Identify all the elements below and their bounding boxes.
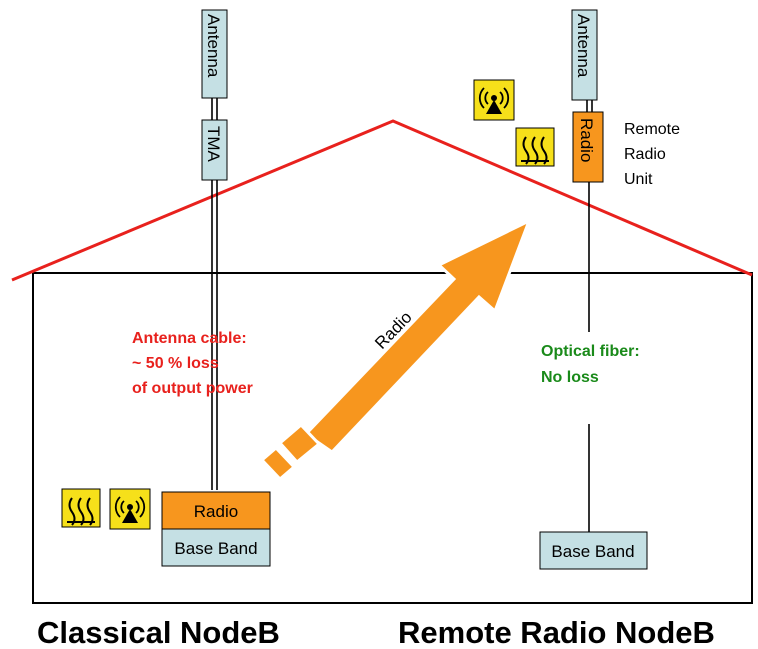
tma-label: TMA <box>204 126 223 163</box>
radio-arrow: Radio <box>259 217 532 482</box>
remote-antenna: Antenna <box>571 9 598 101</box>
remote-jumper <box>586 100 593 112</box>
radiation-icon <box>109 488 151 530</box>
remote-radio-box: Radio <box>572 111 604 183</box>
heat-icon <box>515 127 555 167</box>
classical-baseband-box: Base Band <box>161 528 271 567</box>
antenna-cable-note: Antenna cable: ~ 50 % loss of output pow… <box>132 330 253 397</box>
classical-antenna-cable <box>211 98 218 490</box>
radiation-icon <box>473 79 515 121</box>
classical-radio-label: Radio <box>194 502 238 521</box>
tma-box: TMA <box>201 119 228 181</box>
heat-icon <box>61 488 101 528</box>
remote-radio-nodeb-caption: Remote Radio NodeB <box>398 615 715 649</box>
classical-antenna-label: Antenna <box>204 14 223 78</box>
house-roof <box>11 119 753 282</box>
remote-baseband-label: Base Band <box>551 542 634 561</box>
classical-antenna: Antenna <box>201 9 228 99</box>
remote-radio-unit-label: Remote Radio Unit <box>624 121 684 188</box>
classical-baseband-label: Base Band <box>174 539 257 558</box>
remote-radio-label: Radio <box>577 118 596 162</box>
classical-nodeb-caption: Classical NodeB <box>37 615 280 649</box>
classical-radio-box: Radio <box>161 491 271 530</box>
house-walls <box>32 272 753 604</box>
remote-antenna-label: Antenna <box>574 14 593 78</box>
remote-baseband-box: Base Band <box>539 531 648 570</box>
optical-fiber-note: Optical fiber: No loss <box>541 343 644 386</box>
